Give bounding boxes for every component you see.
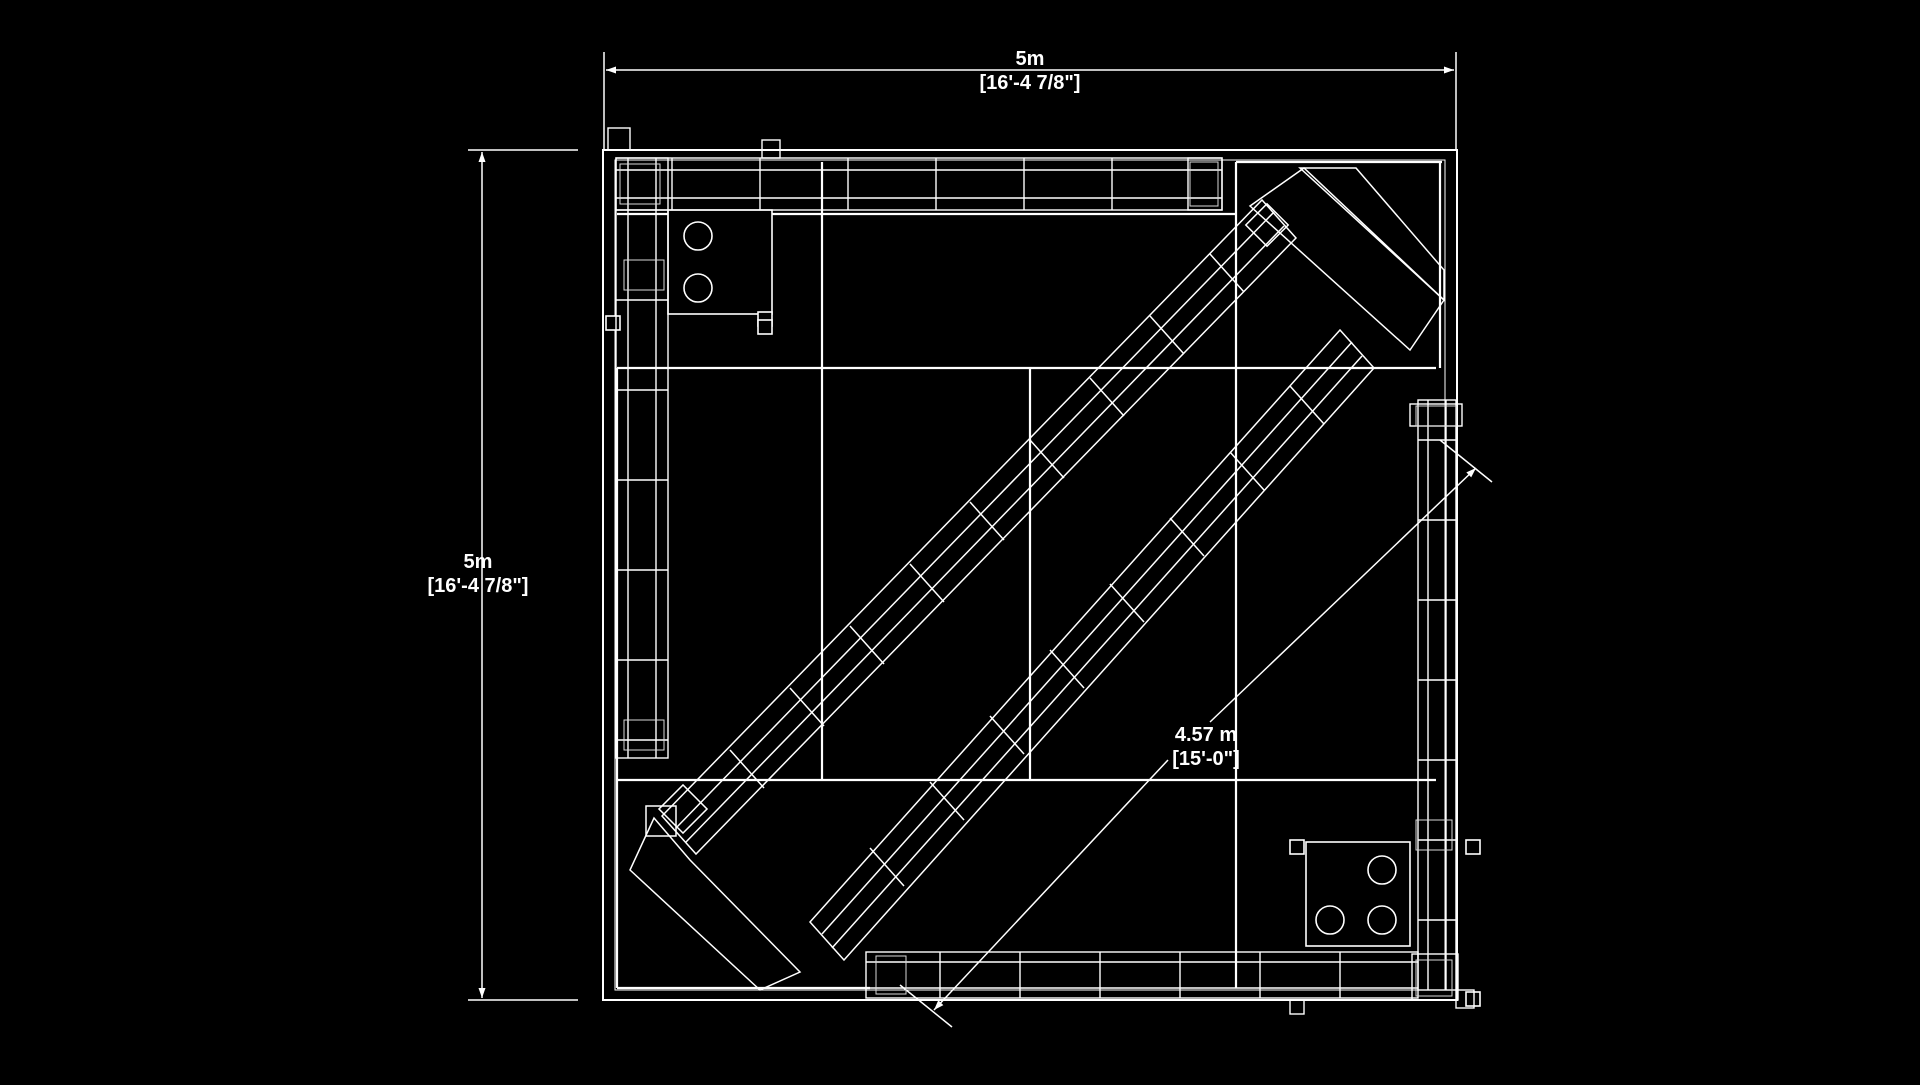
- dimension-left-imperial: [16'-4 7/8"]: [427, 575, 529, 597]
- dimension-diagonal-imperial: [15'-0"]: [1172, 748, 1240, 770]
- truss-left: [615, 157, 669, 759]
- truss-bottom: [865, 951, 1419, 1015]
- truss-joint-details: [619, 161, 1457, 997]
- dimension-top: [603, 52, 1457, 150]
- corner-platform-top-left: [605, 209, 773, 335]
- dimension-diagonal-label: 4.57 m [15'-0"]: [1106, 723, 1306, 771]
- truss-top: [607, 127, 1223, 211]
- truss-right: [1409, 399, 1475, 1009]
- dimension-diagonal: [899, 439, 1493, 1028]
- corner-platform-bottom-right: [1289, 839, 1481, 1007]
- dimension-top-imperial: [16'-4 7/8"]: [979, 72, 1081, 94]
- truss-diagonal: [629, 167, 1445, 991]
- stage-outline: [602, 149, 1458, 1001]
- dimension-left-label: 5m [16'-4 7/8"]: [378, 550, 578, 598]
- dimension-left-metric: 5m: [463, 551, 493, 573]
- dimension-top-label: 5m [16'-4 7/8"]: [930, 47, 1130, 95]
- dimension-left: [468, 149, 578, 1001]
- dimension-top-metric: 5m: [1015, 48, 1045, 70]
- dimension-diagonal-metric: 4.57 m: [1174, 724, 1238, 746]
